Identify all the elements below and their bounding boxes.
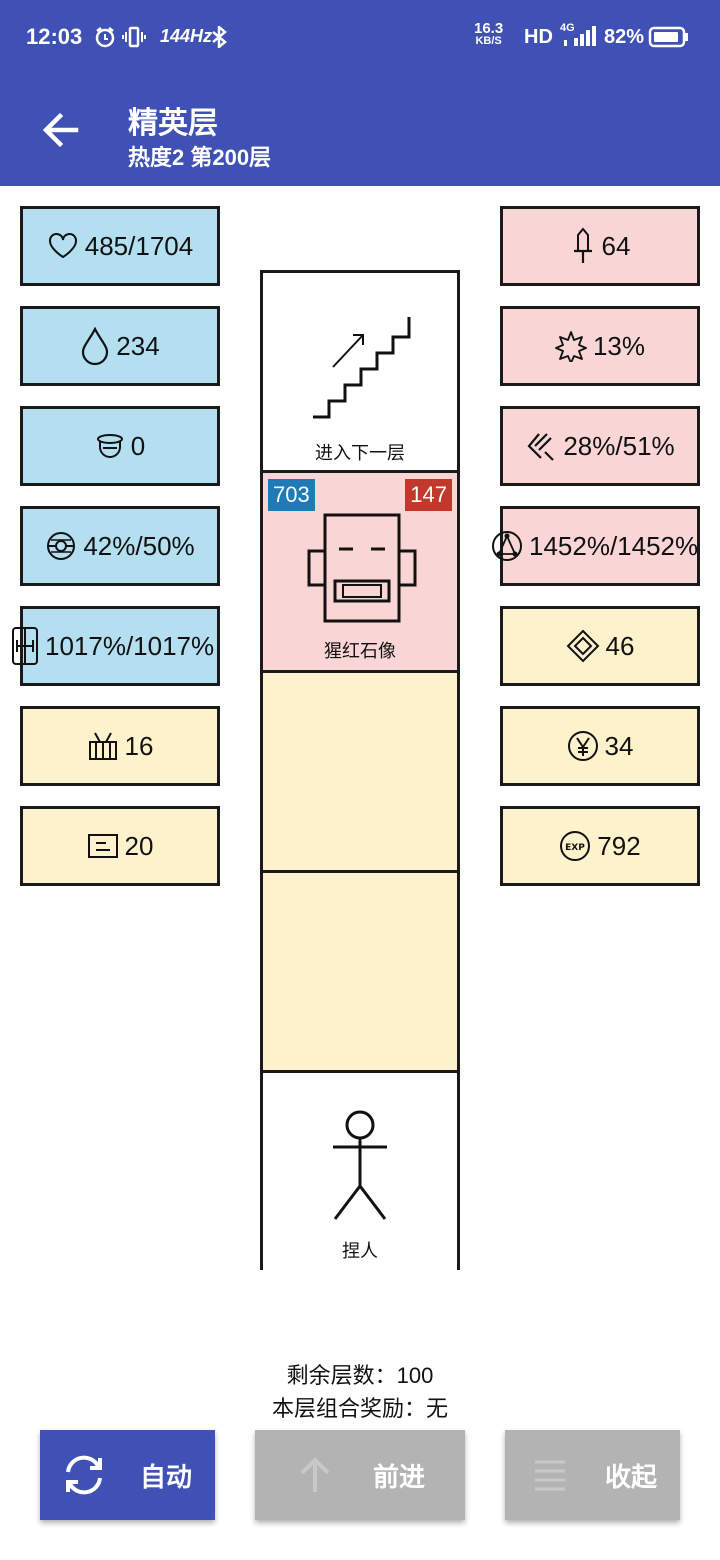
enemy-hp-badge: 703 [268, 479, 315, 511]
stat-fence-value: 16 [124, 730, 154, 761]
stat-block: 42%/50% [20, 506, 220, 586]
status-net-speed: 16.3 KB/S [474, 20, 504, 48]
next-floor-cell[interactable]: 进入下一层 [263, 273, 457, 473]
battery-percent: 82% [604, 26, 645, 48]
status-refresh-rate: 144Hz [160, 26, 213, 46]
diamond-icon [566, 629, 599, 663]
stat-hp-value: 485/1704 [84, 230, 194, 261]
stat-attack-value: 64 [601, 230, 631, 261]
auto-button-label: 自动 [140, 1461, 193, 1492]
circle-nodes-icon [492, 531, 522, 561]
stat-damage-boost: 1452%/1452% [492, 506, 700, 586]
droplet-icon [82, 327, 109, 365]
player-cell[interactable]: 捏人 [263, 1073, 457, 1273]
enemy-attack-badge: 147 [405, 479, 452, 511]
stat-resist-value: 1017%/1017% [45, 630, 215, 661]
forward-button[interactable]: 前进 [255, 1430, 465, 1520]
sword-icon [573, 227, 592, 263]
bluetooth-icon [212, 26, 227, 48]
page-subtitle: 热度2 第200层 [128, 145, 272, 170]
collapse-button[interactable]: 收起 [505, 1430, 680, 1520]
stat-hp: 485/1704 [20, 206, 220, 286]
stat-exp: EXP 792 [500, 806, 700, 886]
card-icon [87, 834, 118, 858]
auto-button[interactable]: 自动 [40, 1430, 215, 1520]
shield-bracket-icon [12, 627, 38, 665]
stat-resist: 1017%/1017% [12, 606, 220, 686]
back-arrow-icon[interactable] [40, 110, 80, 150]
app-bar: 12:03 144Hz 16.3 KB/S HD 4G 82% 精英层 热度2 … [0, 0, 720, 186]
tower: 进入下一层 703 147 猩红石像 捏人 [260, 270, 460, 1273]
stat-pierce: 28%/51% [500, 406, 700, 486]
next-floor-label: 进入下一层 [315, 443, 405, 463]
player-label: 捏人 [342, 1241, 378, 1261]
stat-gold: 34 [500, 706, 700, 786]
golem-icon [307, 513, 417, 623]
signal-icon [564, 26, 596, 46]
burst-icon [555, 331, 587, 362]
sync-icon [66, 1455, 102, 1495]
stat-defense-value: 0 [130, 430, 146, 461]
stairs-icon [313, 317, 411, 419]
empty-cell [263, 673, 457, 873]
alarm-icon [95, 27, 115, 48]
status-hd: HD [524, 26, 553, 48]
stat-crit: 13% [500, 306, 700, 386]
helmet-icon [96, 434, 123, 458]
stat-crit-value: 13% [592, 330, 646, 361]
enemy-name: 猩红石像 [324, 641, 396, 661]
enemy-cell[interactable]: 703 147 猩红石像 [263, 473, 457, 673]
stat-damage-boost-value: 1452%/1452% [529, 530, 699, 561]
stat-gold-value: 34 [604, 730, 634, 761]
network-type: 4G [560, 22, 575, 34]
collapse-button-label: 收起 [605, 1461, 658, 1492]
page-title: 精英层 [128, 107, 218, 140]
stat-defense: 0 [20, 406, 220, 486]
stat-mana-value: 234 [116, 330, 160, 361]
stat-gem-value: 46 [605, 630, 635, 661]
slash-icon [527, 433, 555, 461]
stat-attack: 64 [500, 206, 700, 286]
exp-icon: EXP [560, 831, 591, 861]
svg-text:EXP: EXP [565, 843, 585, 853]
net-speed-unit: KB/S [475, 35, 502, 47]
stat-block-value: 42%/50% [83, 530, 195, 561]
yen-icon [567, 731, 598, 761]
fence-icon [88, 732, 117, 760]
combo-reward: 本层组合奖励：无 [271, 1396, 448, 1421]
stat-fence: 16 [20, 706, 220, 786]
stat-card-value: 20 [124, 830, 154, 861]
empty-cell [263, 873, 457, 1073]
list-icon [535, 1460, 565, 1491]
ball-icon [47, 532, 76, 560]
stat-gem: 46 [500, 606, 700, 686]
stat-pierce-value: 28%/51% [563, 430, 675, 461]
stat-card: 20 [20, 806, 220, 886]
battery-icon [648, 26, 688, 48]
heart-icon [48, 233, 77, 259]
vibrate-icon [122, 26, 146, 48]
status-bar: 12:03 144Hz 16.3 KB/S HD 4G 82% [0, 0, 720, 76]
status-icons [94, 26, 146, 48]
net-speed-value: 16.3 [474, 20, 504, 37]
status-time: 12:03 [26, 24, 83, 49]
stick-figure-icon [333, 1110, 387, 1220]
forward-button-label: 前进 [373, 1461, 426, 1492]
stat-mana: 234 [20, 306, 220, 386]
signal-group: 4G [560, 22, 600, 53]
arrow-up-icon [300, 1457, 330, 1492]
remaining-floors: 剩余层数：100 [286, 1363, 434, 1388]
stat-exp-value: 792 [597, 830, 641, 861]
